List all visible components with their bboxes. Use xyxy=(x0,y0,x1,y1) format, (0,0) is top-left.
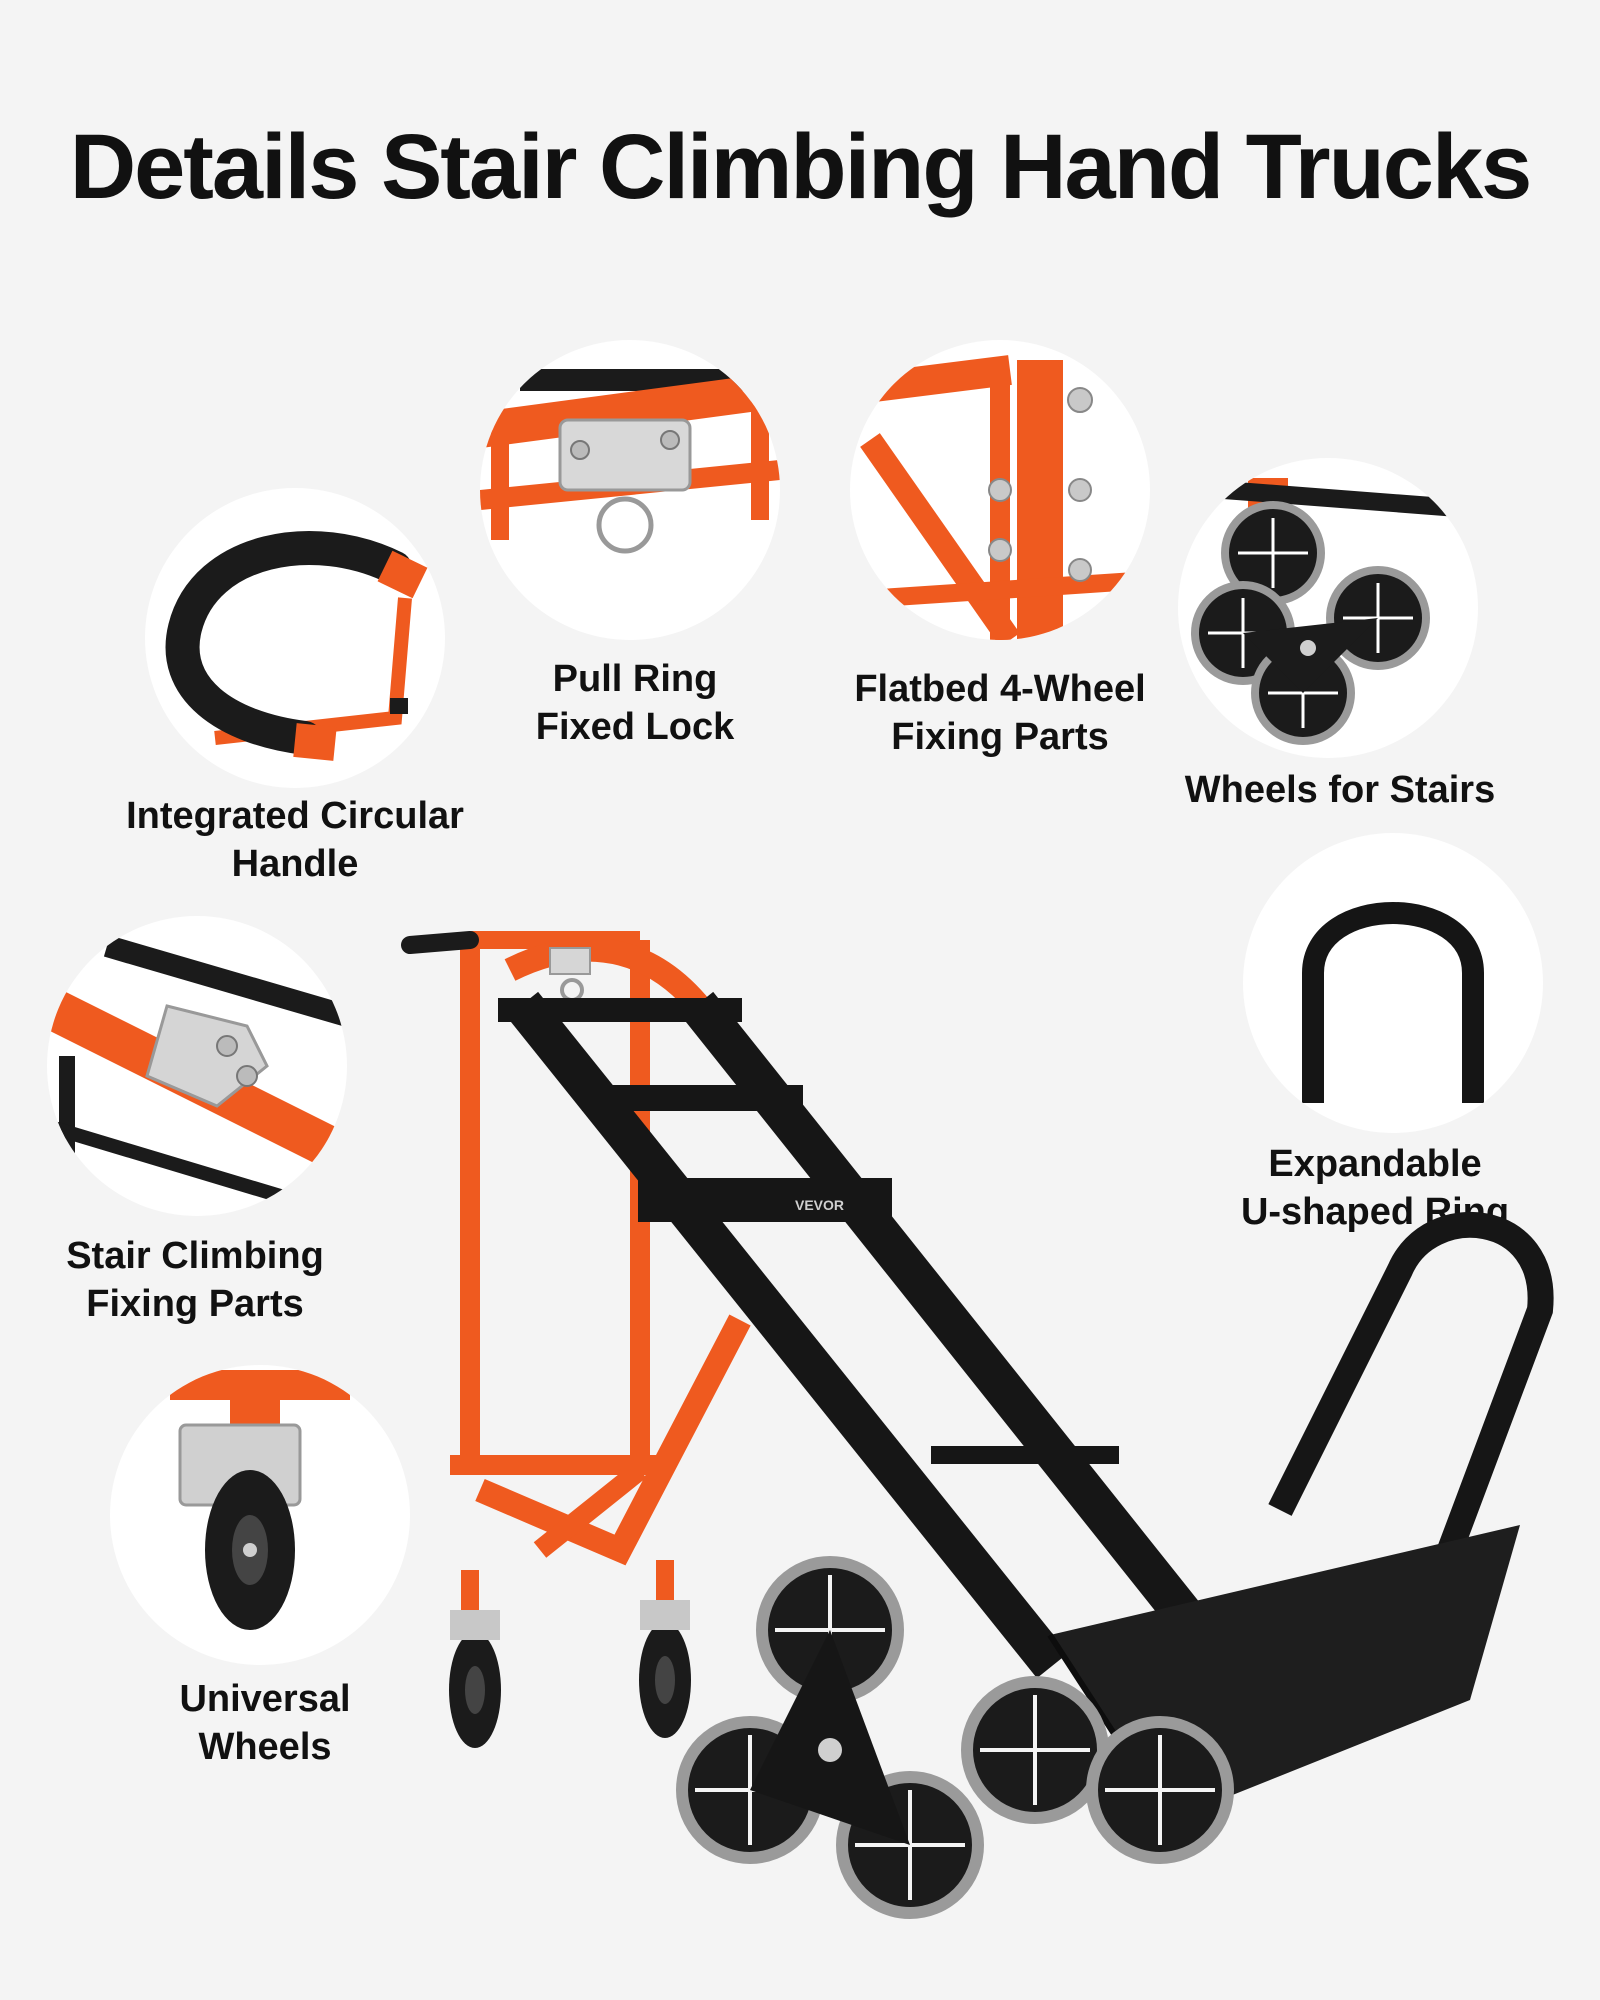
pull-ring-fixed-lock-label: Pull Ring Fixed Lock xyxy=(535,658,735,748)
circular-handle-detail xyxy=(145,488,445,788)
u-ring-detail xyxy=(1243,833,1543,1133)
wheels-for-stairs-label: Wheels for Stairs xyxy=(1184,769,1496,811)
caster-wheels xyxy=(449,1560,691,1748)
tri-wheel-assembly xyxy=(676,1556,1234,1919)
stair-climbing-fixing-parts-label: Stair Climbing Fixing Parts xyxy=(66,1235,324,1325)
stair-wheels-detail xyxy=(1178,458,1478,758)
brand-logo: VEVOR xyxy=(795,1197,844,1213)
universal-wheels-detail xyxy=(110,1365,410,1665)
tri-wheel-icon xyxy=(1191,478,1459,745)
hinge-bracket-icon xyxy=(47,935,347,1216)
caster-wheel-icon xyxy=(170,1370,350,1630)
u-ring-icon xyxy=(1302,902,1484,1103)
pull-ring-detail xyxy=(480,340,780,640)
pull-ring xyxy=(560,978,584,1002)
page-title: Details Stair Climbing Hand Trucks xyxy=(69,116,1533,218)
integrated-circular-handle-label: Integrated Circular Handle xyxy=(126,795,464,885)
black-frame xyxy=(498,991,1209,1679)
hand-truck-illustration: VEVOR xyxy=(401,931,1554,1919)
curved-handle-icon xyxy=(165,531,428,761)
pull-ring-icon xyxy=(480,369,780,554)
universal-wheels-label: Universal Wheels xyxy=(179,1678,351,1768)
bolt-bracket-icon xyxy=(850,355,1150,640)
stair-climbing-fixing-detail xyxy=(47,916,347,1216)
pull-ring-plate xyxy=(549,947,591,975)
u-shaped-ring xyxy=(1268,1211,1554,1555)
flatbed-fixing-parts-label: Flatbed 4-Wheel Fixing Parts xyxy=(854,668,1146,758)
flatbed-fixing-detail xyxy=(850,340,1150,640)
